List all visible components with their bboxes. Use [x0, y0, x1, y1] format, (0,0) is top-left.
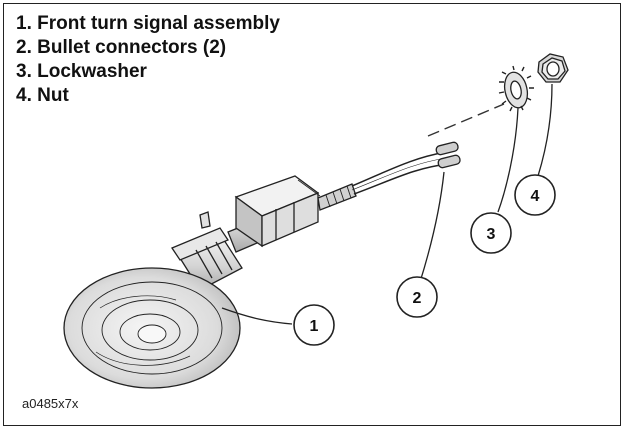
callout-1: 1 — [293, 304, 335, 346]
legend-item-4: 4. Nut — [16, 85, 69, 106]
lockwasher — [498, 65, 534, 112]
callout-3-label: 3 — [487, 226, 496, 243]
threaded-stud — [317, 183, 357, 211]
callout-4-label: 4 — [531, 188, 540, 205]
legend-item-2: 2. Bullet connectors (2) — [16, 37, 227, 58]
parts-legend: 1. Front turn signal assembly 2. Bullet … — [16, 12, 280, 108]
stem-connector-block — [234, 175, 321, 248]
callout-3: 3 — [470, 212, 512, 254]
lamp-lens — [63, 267, 241, 389]
leader-line-4 — [537, 83, 553, 177]
callout-2: 2 — [396, 276, 438, 318]
leader-line-3 — [497, 107, 519, 213]
bullet-connectors — [435, 141, 461, 169]
callout-4: 4 — [514, 174, 556, 216]
turn-signal-assembly — [63, 141, 461, 389]
nut — [537, 53, 569, 83]
figure-id: a0485x7x — [22, 396, 79, 411]
alignment-line — [427, 103, 505, 137]
legend-item-1: 1. Front turn signal assembly — [16, 13, 280, 34]
callout-2-label: 2 — [413, 290, 422, 307]
leader-line-1 — [221, 307, 293, 325]
leader-line-2 — [419, 171, 445, 283]
legend-item-3: 3. Lockwasher — [16, 61, 147, 82]
callout-1-label: 1 — [310, 318, 319, 335]
leader-lines — [221, 83, 553, 325]
